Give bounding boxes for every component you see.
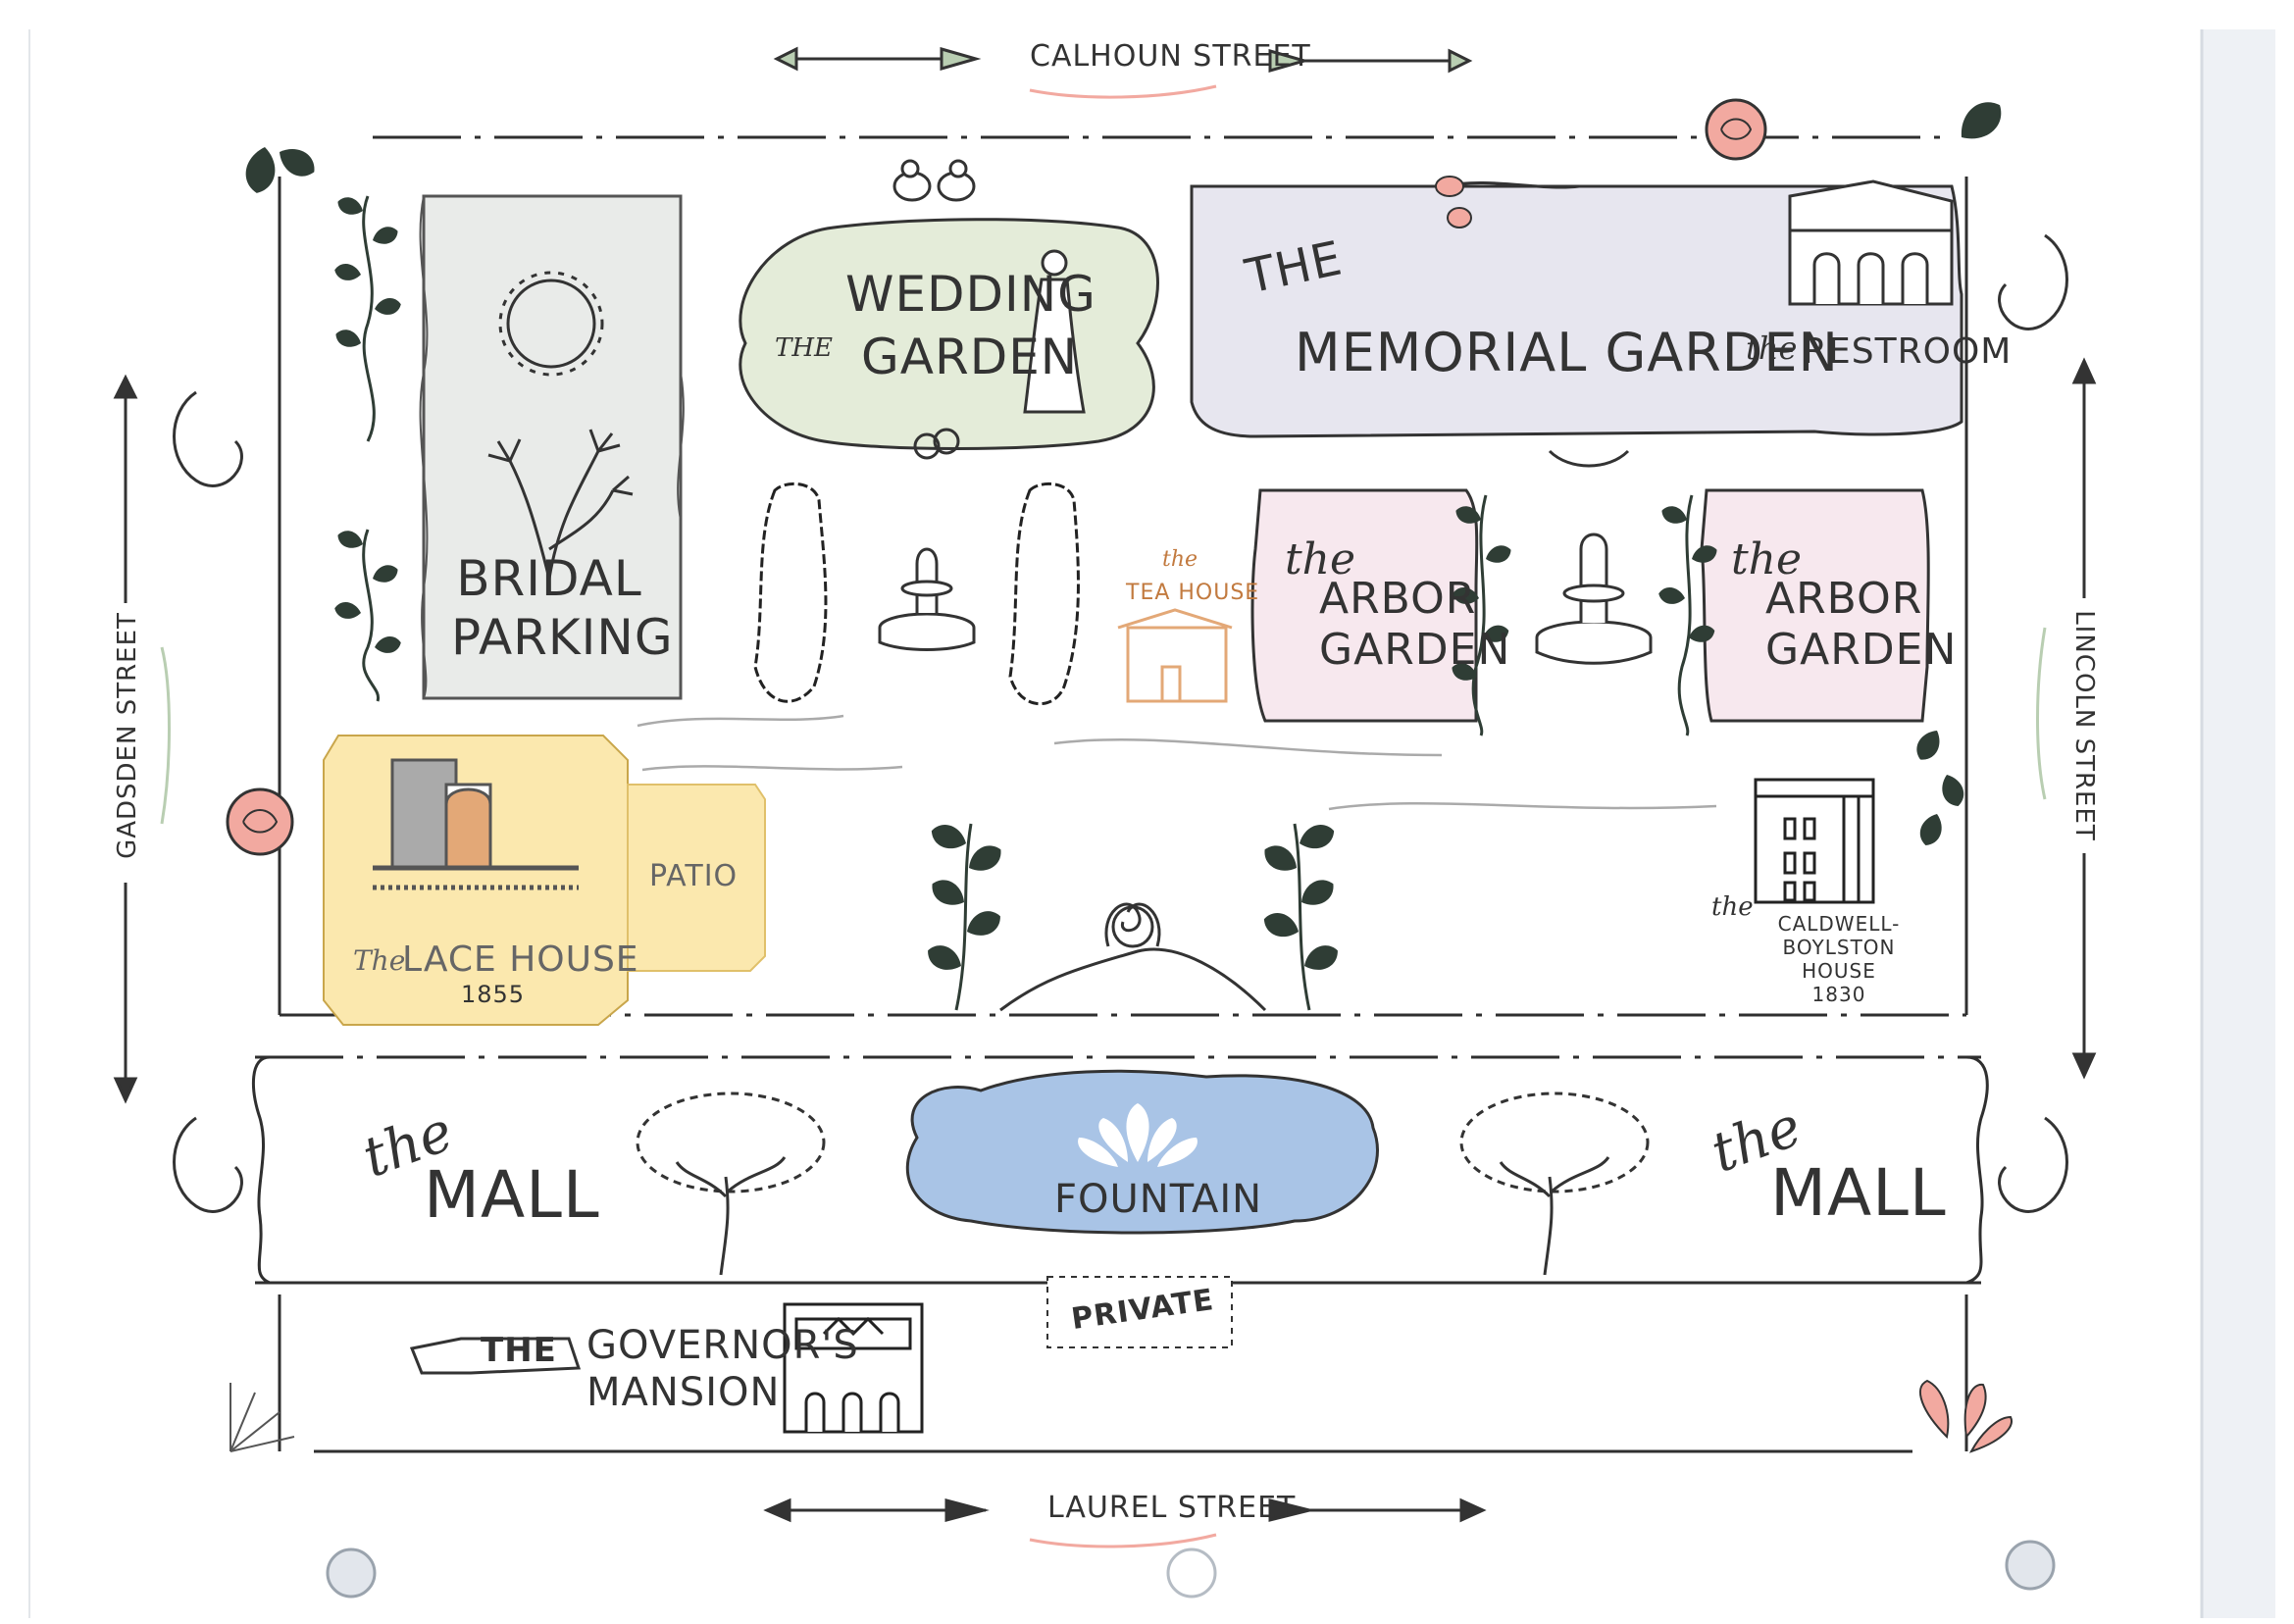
tree-icon: [1459, 1091, 1650, 1276]
binding-strip: [2202, 29, 2275, 1618]
wedding-garden-label: Wedding Garden: [845, 263, 1096, 388]
swirl-icon: [173, 233, 2068, 1213]
lace-house-building-icon: [373, 758, 579, 890]
tree-icon: [636, 1091, 826, 1276]
lace-house-label: Lace House: [402, 939, 639, 980]
arbor-garden-right-area: [1700, 488, 1930, 723]
vine-icon: [332, 193, 403, 702]
punch-hole: [1166, 1548, 1217, 1599]
arbor-right-line2: Garden: [1765, 625, 1958, 675]
arbor-left-label: Arbor Garden: [1319, 574, 1510, 676]
mall-outline: [251, 1055, 1989, 1285]
arbor-right-the: the: [1731, 534, 1803, 584]
wreath-icon: [498, 271, 604, 377]
hedge-icon: [753, 482, 1080, 705]
governors-mansion-line2: Mansion: [586, 1370, 781, 1415]
tea-house-the: the: [1162, 547, 1198, 572]
restroom-the: the: [1746, 330, 1798, 367]
bridal-parking-line2: Parking: [451, 609, 674, 666]
governors-mansion-the: The: [481, 1331, 557, 1370]
fountain-label: Fountain: [1054, 1177, 1263, 1222]
fountain-icon: [1535, 533, 1653, 665]
arbor-right-label: Arbor Garden: [1765, 574, 1957, 676]
fountain-spray-icon: [1078, 1103, 1198, 1167]
wedding-garden-line1: Wedding: [845, 266, 1096, 323]
mall-left-label: Mall: [424, 1157, 600, 1233]
bridal-parking-label: Bridal Parking: [451, 549, 674, 667]
punch-hole: [326, 1548, 377, 1599]
arbor-left-line2: Garden: [1319, 625, 1511, 675]
rings-icon: [913, 428, 960, 460]
laurel-street-label: Laurel Street: [1047, 1491, 1297, 1525]
sunburst-icon: [229, 1383, 295, 1452]
gadsden-street-label: Gadsden Street: [113, 612, 142, 859]
street-underline: [160, 627, 2047, 825]
governors-mansion-building-icon: [783, 1302, 924, 1434]
ribbon-banner-icon: [409, 1337, 582, 1375]
fountain-icon: [878, 547, 976, 651]
caldwell-boylston-building-icon: [1754, 778, 1875, 904]
punch-hole: [2005, 1540, 2056, 1591]
rose-icon: [226, 98, 1767, 856]
laurel-branch-icon: [923, 820, 1343, 1011]
flower-stem-icon: [487, 429, 634, 580]
vine-icon: [1449, 494, 1720, 736]
restroom-label: Restroom: [1803, 331, 2013, 372]
calhoun-street-label: Calhoun Street: [1030, 39, 1311, 74]
birds-icon: [892, 159, 976, 202]
swirl-icon: [999, 902, 1267, 1012]
caldwell-label: Caldwell-Boylston House 1830: [1726, 912, 1952, 1006]
arbor-right-line1: Arbor: [1765, 574, 1923, 624]
garden-path: [637, 714, 1717, 811]
bridal-parking-line1: Bridal: [456, 550, 642, 607]
memorial-garden-area: [1190, 184, 1963, 438]
lace-house-year: 1855: [461, 981, 526, 1008]
restroom-building-icon: [1788, 179, 1954, 306]
private-sign: [1046, 1276, 1233, 1348]
street-underline: [1029, 84, 1217, 1548]
caldwell-line2: House: [1802, 959, 1876, 983]
patio-area: [627, 784, 766, 972]
caldwell-year: 1830: [1811, 983, 1866, 1006]
tea-house-label: Tea House: [1126, 581, 1260, 605]
roses-branch-icon: [1435, 176, 1580, 228]
mall-right-label: Mall: [1770, 1155, 1947, 1231]
bride-icon: [1023, 249, 1086, 414]
governors-mansion-line1: Governor's: [586, 1323, 859, 1368]
memorial-garden-label: Memorial Garden: [1295, 322, 1839, 383]
tea-house-building-icon: [1117, 608, 1233, 703]
wedding-garden-line2: Garden: [861, 329, 1079, 385]
governors-mansion-label: Governor's Mansion: [586, 1322, 859, 1416]
caldwell-line1: Caldwell-Boylston: [1777, 912, 1901, 959]
lace-house-the: The: [353, 944, 406, 977]
arbor-left-line1: Arbor: [1319, 574, 1477, 624]
arbor-left-the: the: [1285, 534, 1356, 584]
lincoln-street-label: Lincoln Street: [2069, 610, 2099, 841]
arrow-icon: [113, 46, 2097, 1523]
caldwell-the: the: [1711, 892, 1754, 922]
splash-icon: [1918, 1379, 2013, 1453]
patio-label: Patio: [649, 859, 739, 893]
wedding-garden-the: The: [775, 333, 833, 363]
